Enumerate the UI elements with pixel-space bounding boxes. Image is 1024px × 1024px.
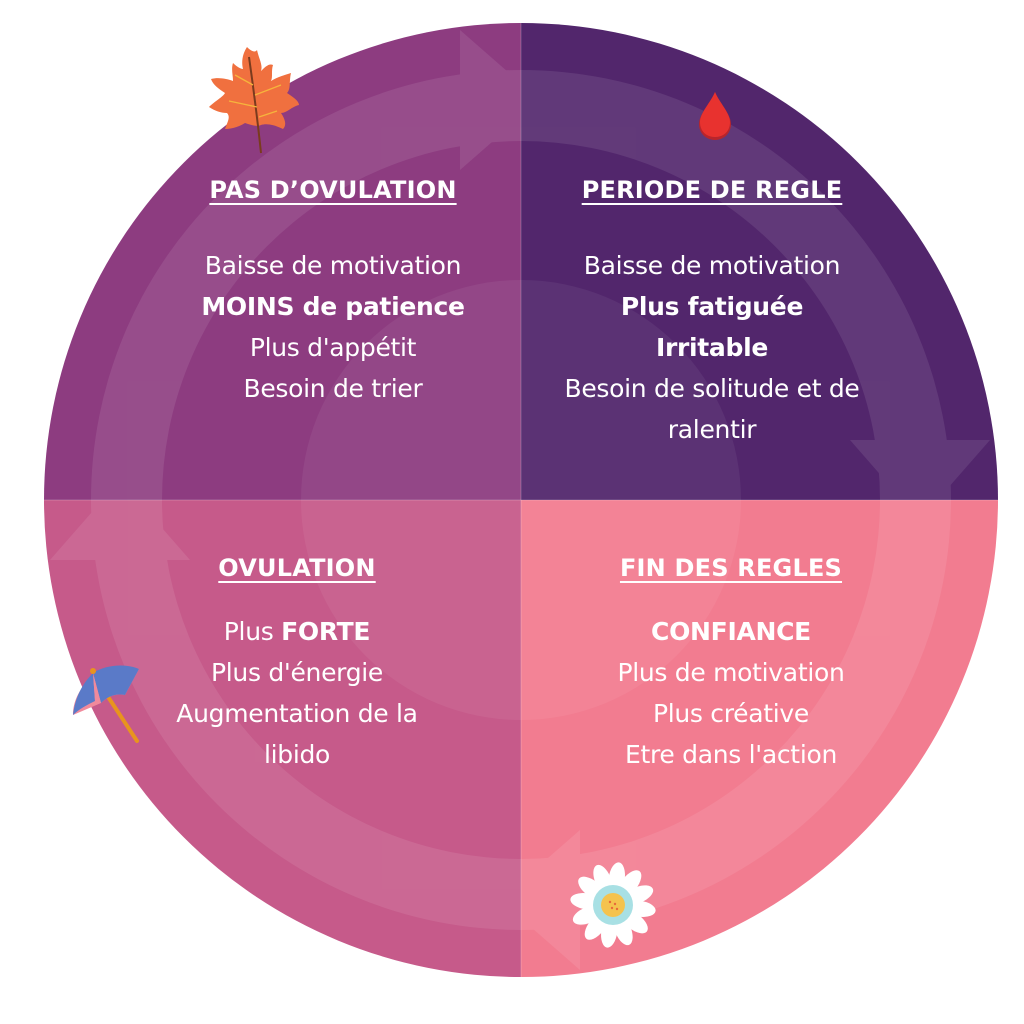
symptom-text: Plus — [223, 617, 282, 646]
symptom-line: Plus d'énergie — [210, 658, 384, 687]
phase-symptom-list: Baisse de motivation MOINS de patience P… — [153, 245, 513, 409]
symptom-line: Plus de motivation — [617, 658, 845, 687]
phase-symptom-list: CONFIANCE Plus de motivation Plus créati… — [551, 611, 911, 775]
beach-umbrella-icon — [73, 665, 139, 743]
symptom-line: Besoin de trier — [243, 374, 423, 403]
phase-title-pas-d-ovulation: PAS D’OVULATION — [209, 176, 457, 204]
phase-symptom-list: Plus FORTE Plus d'énergie Augmentation d… — [117, 611, 477, 775]
quadrant-bottom-right-text: FIN DES REGLES CONFIANCE Plus de motivat… — [551, 553, 911, 775]
symptom-line: Etre dans l'action — [624, 740, 838, 769]
blood-drop-icon — [699, 92, 731, 140]
symptom-emphasis: FORTE — [281, 617, 371, 646]
symptom-line: Baisse de motivation — [204, 251, 462, 280]
symptom-line: Plus créative — [652, 699, 810, 728]
symptom-line: Augmentation de la — [176, 699, 418, 728]
quadrant-bottom-left-text: OVULATION Plus FORTE Plus d'énergie Augm… — [117, 553, 477, 775]
cycle-arrows-decoration — [50, 30, 990, 970]
symptom-line: Irritable — [655, 333, 769, 362]
maple-leaf-icon — [209, 47, 299, 154]
phase-title-fin-des-regles: FIN DES REGLES — [619, 554, 843, 582]
quadrant-top-right-text: PERIODE DE REGLE Baisse de motivation Pl… — [532, 175, 892, 450]
phase-symptom-list: Baisse de motivation Plus fatiguée Irrit… — [532, 245, 892, 450]
symptom-line: Plus FORTE — [117, 611, 477, 652]
symptom-line: libido — [263, 740, 331, 769]
symptom-line: Baisse de motivation — [583, 251, 841, 280]
symptom-line: Besoin de solitude et de — [564, 374, 860, 403]
phase-title-periode-de-regle: PERIODE DE REGLE — [581, 176, 843, 204]
symptom-line: Plus fatiguée — [620, 292, 804, 321]
symptom-line: ralentir — [667, 415, 757, 444]
symptom-line: CONFIANCE — [651, 617, 811, 646]
phase-title-ovulation: OVULATION — [218, 554, 376, 582]
symptom-line: Plus d'appétit — [249, 333, 417, 362]
daisy-flower-icon — [570, 862, 656, 948]
symptom-line: MOINS de patience — [201, 292, 465, 321]
quadrant-top-left-text: PAS D’OVULATION Baisse de motivation MOI… — [153, 175, 513, 409]
